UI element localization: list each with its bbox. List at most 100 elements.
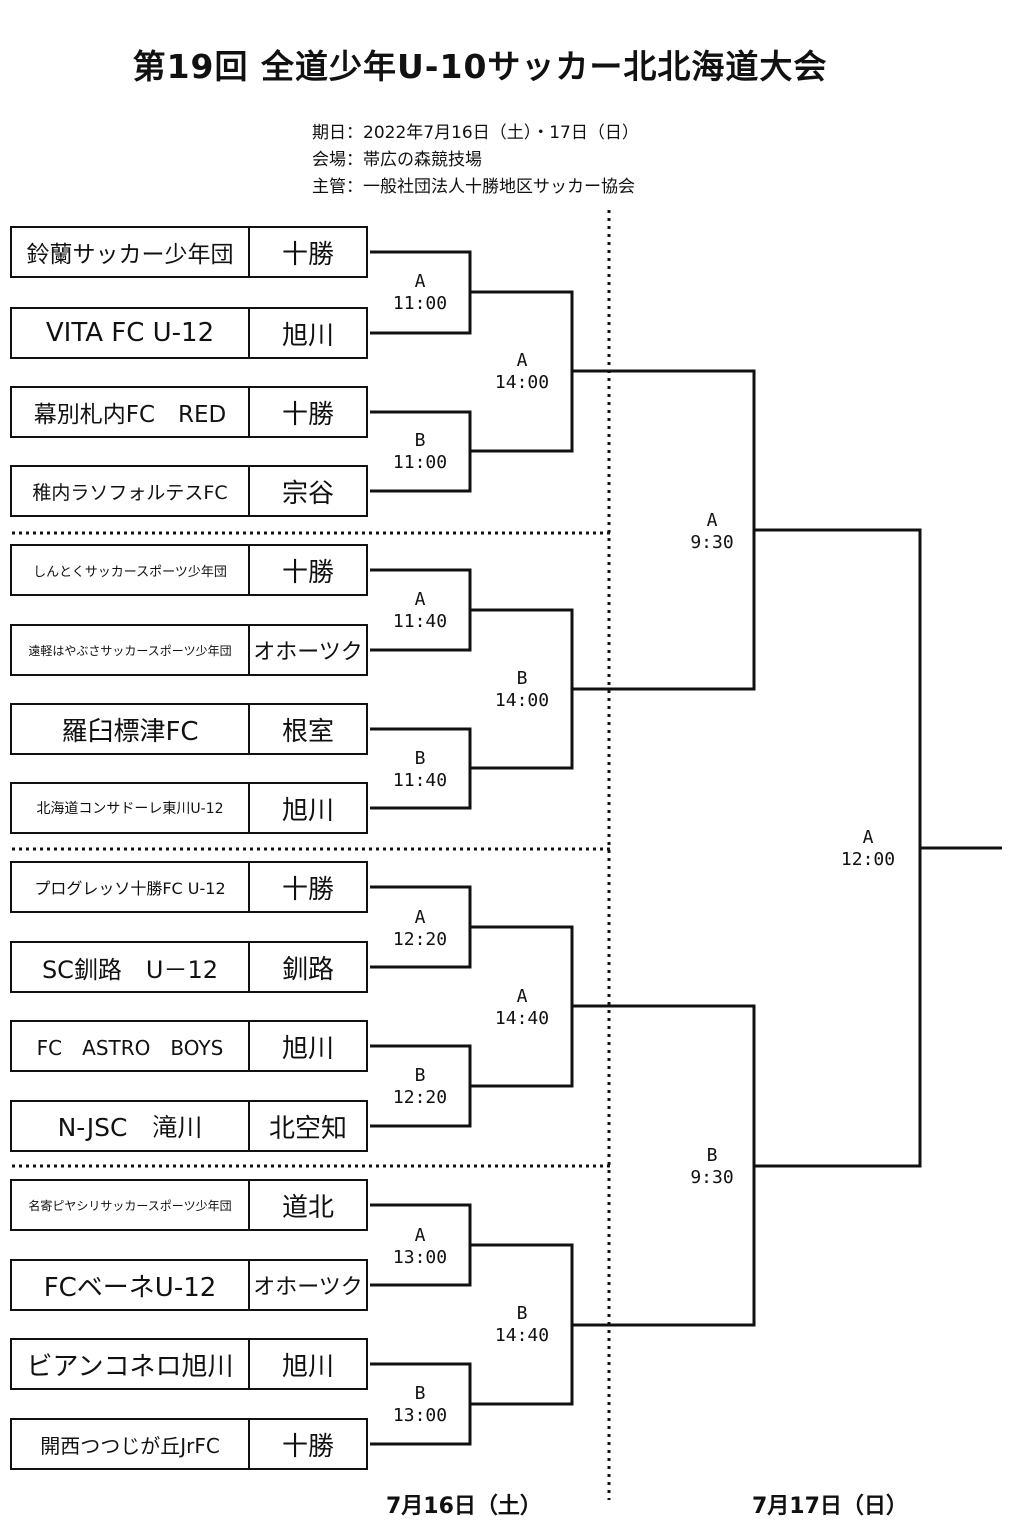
team-row: FC ASTRO BOYS 旭川	[10, 1020, 368, 1072]
match-time: 9:30	[690, 1167, 734, 1188]
match-court: B	[414, 748, 426, 769]
match-court: A	[414, 907, 426, 928]
team-row: プログレッソ十勝FC U-12 十勝	[10, 861, 368, 913]
match-court: A	[706, 510, 718, 531]
team-region: 旭川	[281, 1351, 334, 1382]
team-row: 鈴蘭サッカー少年団 十勝	[10, 226, 368, 278]
match-label: B 11:00	[378, 430, 462, 474]
team-name: 羅臼標津FC	[12, 705, 250, 753]
team-name: 名寄ピヤシリサッカースポーツ少年団	[12, 1181, 250, 1229]
team-row: 幕別札内FC RED 十勝	[10, 386, 368, 438]
match-label: B 14:40	[480, 1303, 564, 1347]
match-time: 12:00	[840, 849, 896, 870]
team-row: SC釧路 U－12 釧路	[10, 941, 368, 993]
team-row: 遠軽はやぶさサッカースポーツ少年団 オホーツク	[10, 624, 368, 676]
team-row: 名寄ピヤシリサッカースポーツ少年団 道北	[10, 1179, 368, 1231]
match-time: 13:00	[392, 1247, 448, 1268]
match-label: B 11:40	[378, 748, 462, 792]
team-region: 道北	[281, 1192, 334, 1223]
match-label: B 9:30	[672, 1145, 752, 1189]
match-label: B 14:00	[480, 668, 564, 712]
match-time: 11:00	[392, 293, 448, 314]
team-name: 稚内ラソフォルテスFC	[12, 467, 250, 515]
match-court: A	[516, 350, 528, 371]
match-court: B	[516, 1303, 528, 1324]
team-name: 遠軽はやぶさサッカースポーツ少年団	[12, 626, 250, 674]
team-name: プログレッソ十勝FC U-12	[12, 863, 250, 911]
match-court: B	[414, 1065, 426, 1086]
event-date: 期日：2022年7月16日（土）・17日（日）	[312, 123, 639, 143]
match-time: 12:20	[392, 929, 448, 950]
team-region: 十勝	[281, 1431, 334, 1462]
team-name: FCベーネU-12	[12, 1261, 250, 1309]
event-venue: 会場：帯広の森競技場	[312, 150, 482, 170]
team-row: 開西つつじが丘JrFC 十勝	[10, 1418, 368, 1470]
match-time: 12:20	[392, 1087, 448, 1108]
match-time: 14:00	[494, 690, 550, 711]
team-row: 北海道コンサドーレ東川U-12 旭川	[10, 782, 368, 834]
team-row: VITA FC U-12 旭川	[10, 307, 368, 359]
match-court: A	[414, 589, 426, 610]
team-name: 北海道コンサドーレ東川U-12	[12, 784, 250, 832]
team-name: 幕別札内FC RED	[12, 388, 250, 436]
team-name: 開西つつじが丘JrFC	[12, 1420, 250, 1468]
match-time: 14:40	[494, 1008, 550, 1029]
match-label: A 12:20	[378, 907, 462, 951]
match-court: A	[414, 1225, 426, 1246]
match-time: 11:40	[392, 611, 448, 632]
match-label: B 13:00	[378, 1383, 462, 1427]
team-row: しんとくサッカースポーツ少年団 十勝	[10, 544, 368, 596]
team-region: 釧路	[281, 954, 334, 985]
match-court: A	[516, 986, 528, 1007]
team-row: 羅臼標津FC 根室	[10, 703, 368, 755]
team-name: ビアンコネロ旭川	[12, 1340, 250, 1388]
team-name: N-JSC 滝川	[12, 1102, 250, 1150]
team-region: オホーツク	[253, 1275, 363, 1300]
match-time: 11:00	[392, 452, 448, 473]
match-court: B	[414, 1383, 426, 1404]
match-time: 13:00	[392, 1405, 448, 1426]
team-row: 稚内ラソフォルテスFC 宗谷	[10, 465, 368, 517]
team-region: 十勝	[281, 874, 334, 905]
match-court: B	[414, 430, 426, 451]
match-time: 14:40	[494, 1325, 550, 1346]
team-region: 北空知	[268, 1113, 347, 1144]
team-name: VITA FC U-12	[12, 309, 250, 357]
event-organizer: 主管：一般社団法人十勝地区サッカー協会	[312, 177, 635, 197]
team-region: 十勝	[281, 399, 334, 430]
match-court: B	[706, 1145, 718, 1166]
team-region: 十勝	[281, 557, 334, 588]
day1-date: 7月16日（土）	[386, 1494, 542, 1519]
team-region: 旭川	[281, 1033, 334, 1064]
match-label: B 12:20	[378, 1065, 462, 1109]
team-name: FC ASTRO BOYS	[12, 1022, 250, 1070]
final-match-label: A 12:00	[826, 827, 910, 871]
team-region: 旭川	[281, 795, 334, 826]
match-court: A	[862, 827, 874, 848]
day2-date: 7月17日（日）	[752, 1494, 908, 1519]
team-name: 鈴蘭サッカー少年団	[12, 228, 250, 276]
match-time: 9:30	[690, 532, 734, 553]
team-name: しんとくサッカースポーツ少年団	[12, 546, 250, 594]
match-label: A 11:00	[378, 271, 462, 315]
match-label: A 14:00	[480, 350, 564, 394]
team-region: 旭川	[281, 320, 334, 351]
match-label: A 11:40	[378, 589, 462, 633]
team-name: SC釧路 U－12	[12, 943, 250, 991]
team-row: ビアンコネロ旭川 旭川	[10, 1338, 368, 1390]
match-label: A 9:30	[672, 510, 752, 554]
team-region: 十勝	[281, 239, 334, 270]
match-court: B	[516, 668, 528, 689]
team-region: 宗谷	[281, 478, 334, 509]
match-label: A 14:40	[480, 986, 564, 1030]
team-region: 根室	[281, 716, 334, 747]
team-row: N-JSC 滝川 北空知	[10, 1100, 368, 1152]
team-region: オホーツク	[253, 640, 363, 665]
match-time: 11:40	[392, 770, 448, 791]
match-label: A 13:00	[378, 1225, 462, 1269]
page-title: 第19回 全道少年U-10サッカー北北海道大会	[132, 47, 828, 86]
match-court: A	[414, 271, 426, 292]
team-row: FCベーネU-12 オホーツク	[10, 1259, 368, 1311]
match-time: 14:00	[494, 372, 550, 393]
